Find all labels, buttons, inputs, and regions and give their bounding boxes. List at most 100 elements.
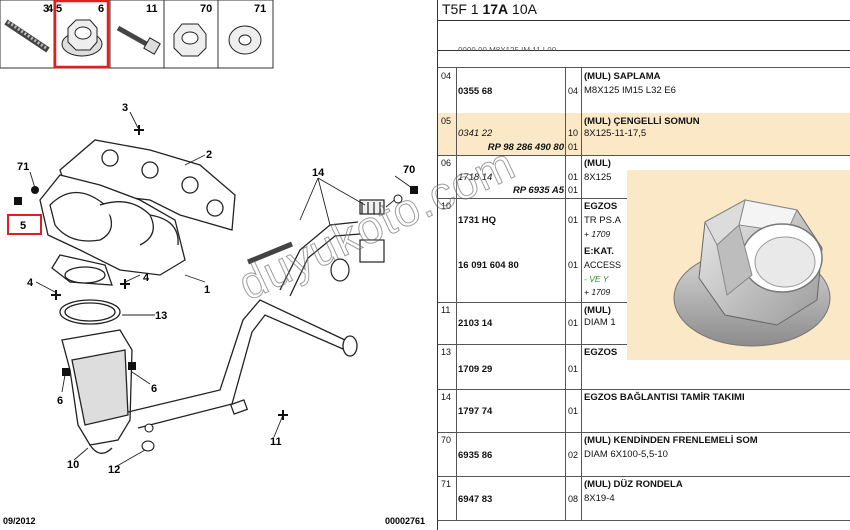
part-name: (MUL)	[584, 158, 611, 169]
table-row-71[interactable]: 71 6947 83 08 (MUL) DÜZ RONDELA 8X19-4	[438, 476, 850, 521]
qty: 01	[568, 364, 579, 374]
callout-3: 3	[122, 102, 128, 114]
part-ref[interactable]: 6935 86	[458, 450, 493, 461]
panel-title: T5F 1 17A 10A	[442, 1, 537, 17]
row-index: 70	[441, 435, 452, 445]
thumb-bolt-icon[interactable]	[116, 25, 161, 55]
part-ref-alt[interactable]: RP 98 286 490 80	[487, 142, 564, 153]
table-row-14[interactable]: 14 1797 74 01 EGZOS BAĞLANTISI TAMİR TAK…	[438, 389, 850, 433]
qty-alt: 01	[568, 142, 579, 152]
thumbnail-strip[interactable]	[0, 0, 274, 69]
part-ref[interactable]: 1731 HQ	[458, 215, 497, 226]
part-spec: 8X19-4	[584, 493, 615, 504]
qty: 01	[568, 215, 579, 225]
footer-date: 09/2012	[3, 516, 36, 526]
part-spec: 8X125-11-17,5	[584, 128, 647, 139]
qty: 08	[568, 494, 579, 504]
part-ref[interactable]: 2103 14	[458, 318, 493, 329]
gasket-ring	[59, 299, 121, 325]
row-index: 05	[441, 116, 452, 126]
footer-code: 00002761	[385, 516, 425, 526]
callout-4-right: 4	[143, 272, 150, 284]
thumb-flange-nut-icon[interactable]	[61, 19, 103, 57]
callout-12: 12	[108, 464, 120, 476]
thumb-selected-frame[interactable]	[53, 0, 110, 69]
part-ref[interactable]: 0355 68	[458, 86, 493, 97]
title-divider	[438, 20, 850, 21]
thumb-stud-icon[interactable]	[4, 19, 50, 53]
table-row-70[interactable]: 70 6935 86 02 (MUL) KENDİNDEN FRENLEMELİ…	[438, 432, 850, 477]
part-name: (MUL) KENDİNDEN FRENLEMELİ SOM	[584, 435, 758, 446]
row-index: 13	[441, 347, 452, 357]
row-index: 04	[441, 71, 452, 81]
table-row-04[interactable]: 04 0355 68 04 (MUL) SAPLAMA M8X125 IM15 …	[438, 67, 850, 115]
leader-lines	[29, 111, 413, 467]
part-ref[interactable]: 6947 83	[458, 494, 493, 505]
callout-11-right: 11	[270, 436, 282, 448]
note-2: - VE Y	[584, 274, 609, 284]
qty-alt: 01	[568, 185, 579, 195]
row-index: 71	[441, 479, 452, 489]
thumb-label-4: 4	[47, 3, 54, 15]
callout-5: 5	[20, 220, 26, 232]
part-markers	[14, 186, 418, 452]
callout-70: 70	[403, 164, 415, 176]
exploded-diagram: 3 4 5 6 11 70 71 3 2 71 5 70 14 4 1 4 13…	[0, 0, 425, 526]
exhaust-pipe	[127, 221, 361, 429]
qty: 10	[568, 128, 579, 138]
thumb-label-11: 11	[146, 3, 158, 15]
part-ref[interactable]: 1709 29	[458, 364, 493, 375]
row-index: 06	[441, 158, 452, 168]
qty-b: 01	[568, 260, 579, 270]
thumb-washer-icon[interactable]	[228, 25, 262, 55]
parts-panel: T5F 1 17A 10A 0000 00 M8X125 IM 11 L00 0…	[437, 0, 850, 530]
part-ref[interactable]: 0341 22	[458, 128, 493, 139]
part-spec: DIAM 1	[584, 317, 616, 328]
diagram-svg: 3 4 5 6 11 70 71 3 2 71 5 70 14 4 1 4 13…	[0, 0, 425, 526]
thumb-label-70: 70	[200, 3, 212, 15]
qty: 01	[568, 318, 579, 328]
part-ref-alt[interactable]: RP 6935 A5	[512, 185, 564, 196]
part-name: (MUL)	[584, 305, 611, 316]
callout-labels[interactable]: 3 4 5 6 11 70 71 3 2 71 5 70 14 4 1 4 13…	[17, 3, 415, 476]
part-spec: 8X125	[584, 172, 612, 183]
row-index: 11	[441, 305, 451, 315]
row-index: 10	[441, 201, 452, 211]
thumb-label-6: 6	[98, 3, 104, 15]
part-name-b: E:KAT.	[584, 246, 614, 257]
part-name: EGZOS	[584, 347, 618, 358]
cross-markers	[51, 125, 288, 420]
table-row-13[interactable]: 13 1709 29 01 EGZOS	[438, 344, 850, 390]
part-name: (MUL) ÇENGELLİ SOMUN	[584, 116, 700, 127]
thumb-nut-icon[interactable]	[173, 23, 207, 57]
partial-top-row: 0000 00 M8X125 IM 11 L00	[458, 46, 557, 51]
thumb-label-71: 71	[254, 3, 266, 15]
part-preview-popup[interactable]	[627, 170, 850, 360]
qty: 01	[568, 172, 579, 182]
part-ref[interactable]: 1797 74	[458, 406, 493, 417]
part-name: EGZOS	[584, 201, 618, 212]
part-spec-b: ACCESS	[584, 260, 622, 270]
callout-71: 71	[17, 161, 29, 173]
part-ref-b[interactable]: 16 091 604 80	[458, 260, 519, 271]
thumb-label-3: 3	[43, 3, 49, 15]
qty: 01	[568, 406, 579, 416]
qty: 02	[568, 450, 579, 460]
note-3: + 1709	[584, 287, 611, 297]
callout-6-left: 6	[57, 395, 63, 407]
header-divider	[438, 50, 850, 51]
row-index: 14	[441, 392, 452, 402]
callout-4-left: 4	[27, 277, 34, 289]
callout-10: 10	[67, 459, 79, 471]
callout-5-highlight[interactable]	[7, 214, 42, 235]
part-spec: TR PS.A	[584, 215, 621, 226]
note-1: + 1709	[584, 229, 611, 239]
callout-6-right: 6	[151, 383, 157, 395]
part-ref[interactable]: 1718 14	[458, 172, 493, 183]
part-name: EGZOS BAĞLANTISI TAMİR TAKIMI	[584, 392, 745, 403]
spring-bolt-set	[247, 199, 385, 282]
exhaust-manifold	[39, 139, 236, 286]
part-name: (MUL) DÜZ RONDELA	[584, 479, 683, 490]
table-row-05-selected[interactable]: 05 0341 22 RP 98 286 490 80 10 01 (MUL) …	[438, 113, 850, 156]
flange-nut-icon	[673, 199, 831, 347]
